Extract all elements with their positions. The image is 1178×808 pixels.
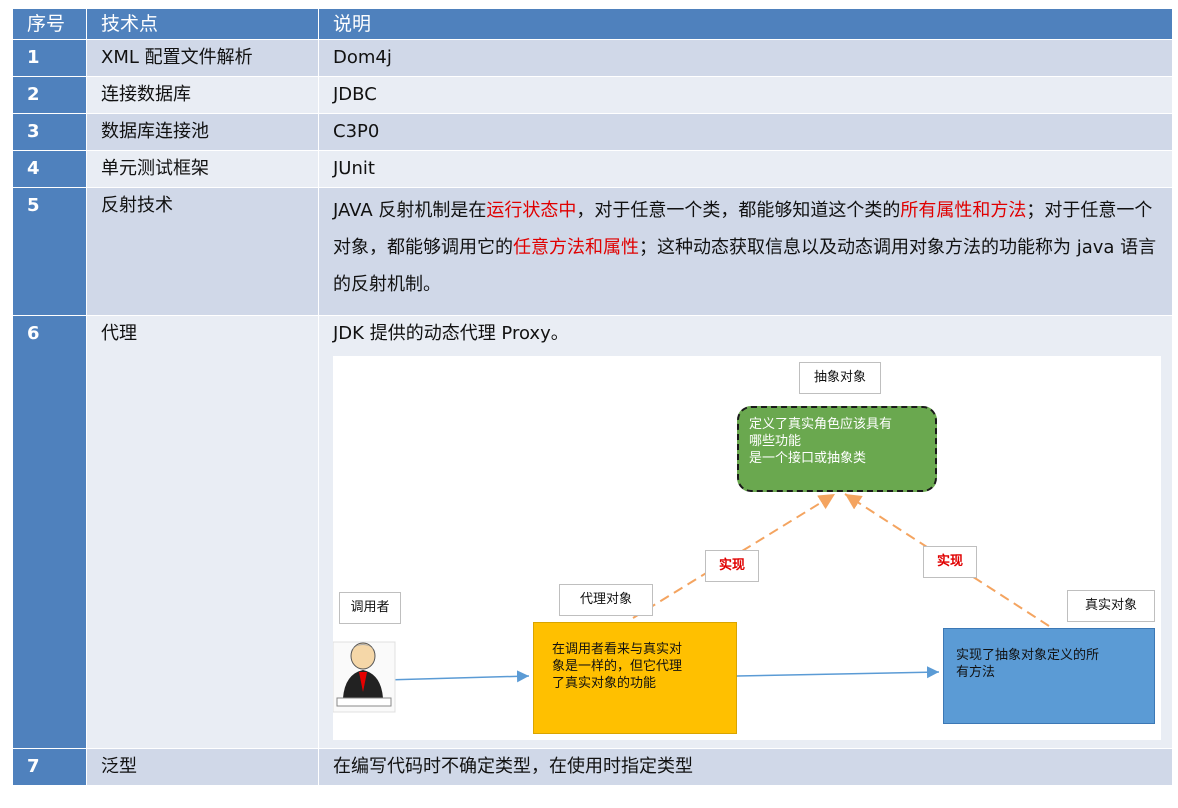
proxy-diagram: 抽象对象 定义了真实角色应该具有 哪些功能 是一个接口或抽象类 实现 实现 调用… — [333, 356, 1161, 740]
row-point: 单元测试框架 — [86, 150, 319, 188]
impl-label-right: 实现 — [923, 546, 977, 578]
row-desc: JDBC — [318, 76, 1173, 114]
real-text-line: 实现了抽象对象定义的所 — [956, 648, 1100, 663]
abstract-label: 抽象对象 — [799, 362, 881, 394]
header-desc: 说明 — [318, 8, 1173, 40]
table-header-row: 序号 技术点 说明 — [12, 8, 1173, 40]
caller-person-icon — [333, 641, 396, 713]
highlight-text: 运行状态中 — [486, 200, 577, 221]
table-row: 7 泛型 在编写代码时不确定类型，在使用时指定类型 — [12, 748, 1173, 786]
row-point: 反射技术 — [86, 187, 319, 316]
row-point: 连接数据库 — [86, 76, 319, 114]
proxy-object-box: 在调用者看来与真实对 象是一样的，但它代理 了真实对象的功能 — [533, 622, 737, 734]
proxy-label: 代理对象 — [559, 584, 653, 616]
table-row: 3 数据库连接池 C3P0 — [12, 113, 1173, 151]
abstract-text-line: 是一个接口或抽象类 — [749, 451, 867, 466]
proxy-text-line: 了真实对象的功能 — [552, 676, 657, 691]
real-label: 真实对象 — [1067, 590, 1155, 622]
row-desc: JDK 提供的动态代理 Proxy。 — [333, 323, 569, 344]
abstract-text-line: 定义了真实角色应该具有 — [749, 417, 893, 432]
row-desc: JUnit — [318, 150, 1173, 188]
impl-label-left: 实现 — [705, 550, 759, 582]
table-row: 1 XML 配置文件解析 Dom4j — [12, 39, 1173, 77]
row-desc-proxy: JDK 提供的动态代理 Proxy。 — [318, 315, 1173, 749]
tech-table: 序号 技术点 说明 1 XML 配置文件解析 Dom4j 2 连接数据库 JDB… — [12, 8, 1173, 786]
table-row: 5 反射技术 JAVA 反射机制是在运行状态中，对于任意一个类，都能够知道这个类… — [12, 187, 1173, 316]
proxy-text-line: 在调用者看来与真实对 — [552, 642, 683, 657]
desc-text: ；这种动态获取信息以及动态调用对象方法的功能称为 java 语言的反射机制。 — [333, 237, 1157, 295]
call-arrow-caller — [384, 670, 530, 683]
call-arrow-proxy — [736, 666, 940, 679]
diagram-lines — [333, 493, 1050, 713]
row-point: 泛型 — [86, 748, 319, 786]
header-point: 技术点 — [86, 8, 319, 40]
real-text-line: 有方法 — [956, 665, 996, 680]
row-desc: 在编写代码时不确定类型，在使用时指定类型 — [318, 748, 1173, 786]
abstract-text-line: 哪些功能 — [749, 434, 802, 449]
reflection-paragraph: JAVA 反射机制是在运行状态中，对于任意一个类，都能够知道这个类的所有属性和方… — [333, 188, 1162, 303]
row-num: 2 — [12, 76, 87, 114]
row-num: 7 — [12, 748, 87, 786]
row-num: 6 — [12, 315, 87, 749]
row-point: XML 配置文件解析 — [86, 39, 319, 77]
caller-label: 调用者 — [339, 592, 401, 624]
row-point: 代理 — [86, 315, 319, 749]
row-point: 数据库连接池 — [86, 113, 319, 151]
highlight-text: 所有属性和方法 — [900, 200, 1027, 221]
header-num: 序号 — [12, 8, 87, 40]
proxy-text-line: 象是一样的，但它代理 — [552, 659, 683, 674]
row-num: 4 — [12, 150, 87, 188]
table-row: 2 连接数据库 JDBC — [12, 76, 1173, 114]
row-num: 5 — [12, 187, 87, 316]
row-desc: C3P0 — [318, 113, 1173, 151]
real-object-box: 实现了抽象对象定义的所 有方法 — [943, 628, 1155, 724]
row-num: 1 — [12, 39, 87, 77]
row-num: 3 — [12, 113, 87, 151]
table-row: 6 代理 JDK 提供的动态代理 Proxy。 — [12, 315, 1173, 749]
desc-text: ，对于任意一个类，都能够知道这个类的 — [576, 200, 901, 221]
highlight-text: 任意方法和属性 — [513, 237, 639, 258]
desc-text: JAVA 反射机制是在 — [333, 200, 487, 221]
desc-text: ；对于任意一个对象，都能够调用它的 — [333, 200, 1153, 258]
abstract-object-box: 定义了真实角色应该具有 哪些功能 是一个接口或抽象类 — [737, 406, 937, 492]
table-row: 4 单元测试框架 JUnit — [12, 150, 1173, 188]
row-desc: Dom4j — [318, 39, 1173, 77]
row-desc-reflection: JAVA 反射机制是在运行状态中，对于任意一个类，都能够知道这个类的所有属性和方… — [318, 187, 1173, 316]
